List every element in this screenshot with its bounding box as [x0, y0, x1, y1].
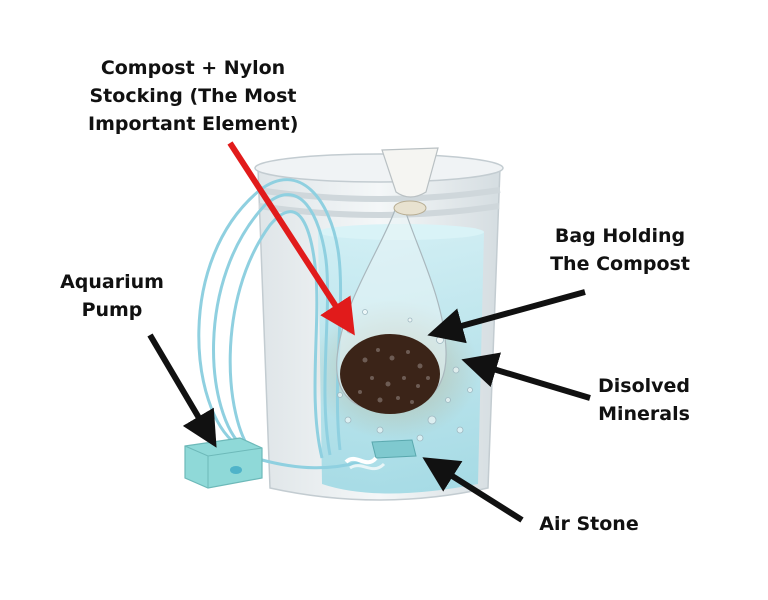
label-disolved-minerals: Disolved Minerals [584, 372, 704, 428]
aquarium-pump [184, 437, 263, 489]
label-bag-holding: Bag Holding The Compost [540, 222, 700, 278]
bucket-rim [254, 153, 504, 183]
air-stone [344, 439, 417, 471]
air-tubes [197, 178, 361, 470]
label-compost-nylon: Compost + Nylon Stocking (The Most Impor… [88, 54, 298, 138]
bucket-ridge-2 [258, 203, 500, 218]
label-compost-nylon-line-3: Important Element) [88, 113, 299, 135]
compost-ball [340, 334, 440, 414]
arrow-disolved-minerals [461, 352, 591, 401]
bag-knot [381, 147, 439, 198]
label-compost-nylon-line-2: Stocking (The Most [89, 85, 297, 107]
arrow-compost-nylon [227, 141, 355, 336]
label-air-stone: Air Stone [524, 510, 654, 538]
label-air-stone-line-1: Air Stone [539, 513, 639, 535]
label-bag-holding-line-1: Bag Holding [554, 225, 686, 247]
label-aquarium-pump: Aquarium Pump [52, 268, 172, 324]
arrow-air-stone [422, 457, 524, 523]
arrow-bag-holding [427, 289, 586, 344]
label-compost-nylon-line-1: Compost + Nylon [100, 57, 286, 79]
compost-speckles [358, 348, 430, 404]
label-bag-holding-line-2: The Compost [550, 253, 690, 275]
label-aquarium-pump-line-1: Aquarium [60, 271, 164, 293]
arrow-aquarium-pump [147, 333, 217, 448]
label-disolved-minerals-line-2: Minerals [598, 403, 690, 425]
label-disolved-minerals-line-1: Disolved [597, 375, 691, 397]
label-aquarium-pump-line-2: Pump [81, 299, 143, 321]
